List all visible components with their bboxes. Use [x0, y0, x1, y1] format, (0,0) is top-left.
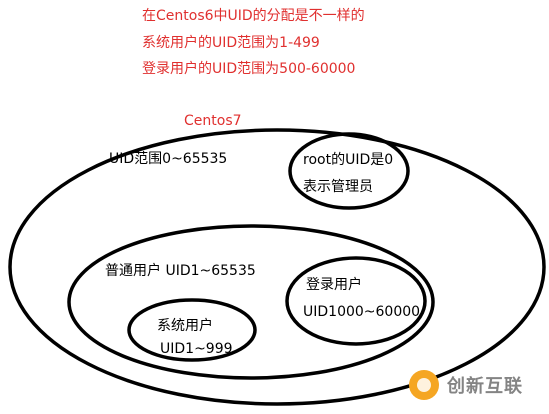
outer-ellipse: [8, 128, 546, 406]
login-users-title: 登录用户: [306, 277, 362, 293]
uid-range-label: UID范围0~65535: [109, 151, 228, 167]
root-admin-label: 表示管理员: [303, 179, 373, 195]
login-users-range: UID1000~60000: [303, 304, 421, 320]
centos7-label: Centos7: [184, 113, 242, 129]
normal-users-label: 普通用户 UID1~65535: [105, 263, 256, 279]
login-users-ellipse: [285, 256, 427, 346]
system-users-range: UID1~999: [160, 341, 233, 357]
note-line-1: 在Centos6中UID的分配是不一样的: [142, 8, 365, 24]
root-ellipse: [288, 132, 410, 210]
system-users-title: 系统用户: [157, 318, 213, 334]
system-users-ellipse: [127, 298, 257, 362]
brand-watermark: 创新互联: [409, 363, 544, 407]
root-uid-label: root的UID是0: [303, 152, 394, 168]
note-line-3: 登录用户的UID范围为500-60000: [142, 61, 356, 77]
brand-logo-icon: [409, 370, 439, 400]
normal-users-ellipse: [67, 224, 435, 380]
brand-name: 创新互联: [447, 376, 523, 397]
note-line-2: 系统用户的UID范围为1-499: [142, 35, 320, 51]
